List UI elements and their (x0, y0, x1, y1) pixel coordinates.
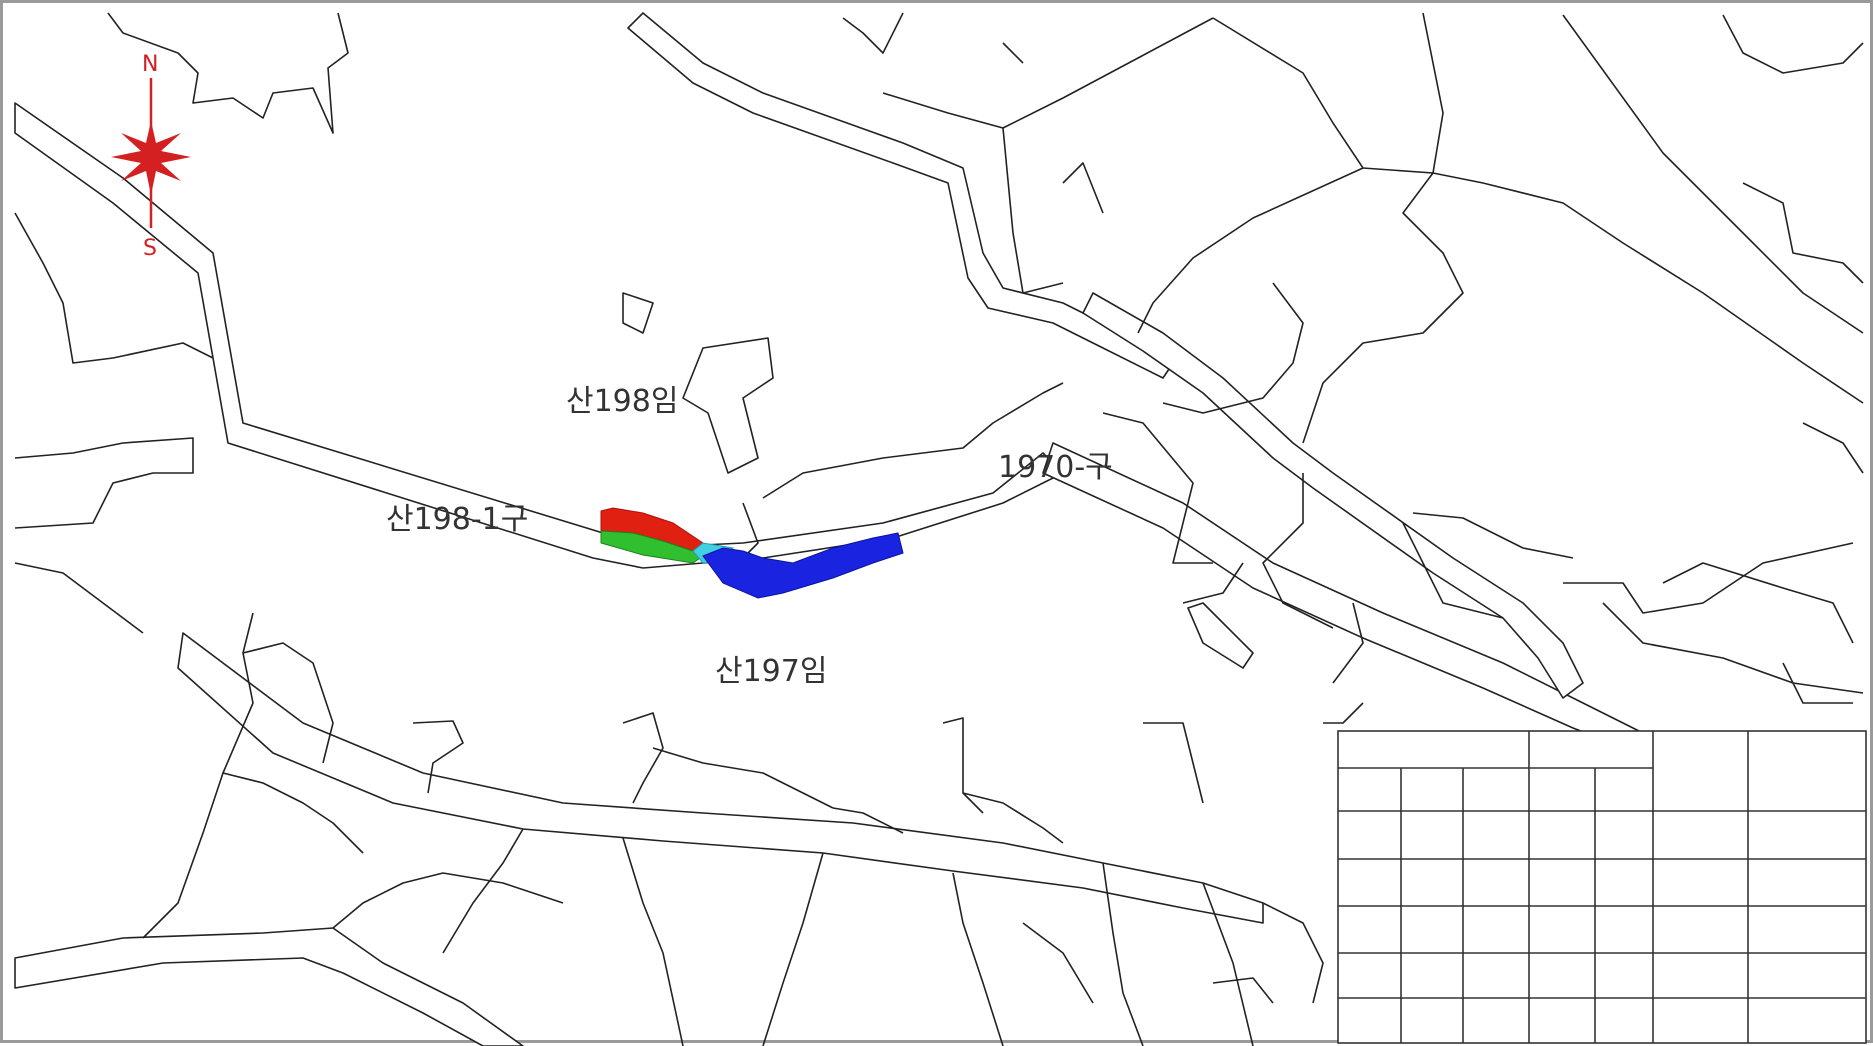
parcel-info-table (1337, 730, 1867, 1044)
road-north (627, 12, 1174, 379)
compass-north-label: N (142, 52, 158, 77)
parcel-label-san198-1: 산198-1구 (386, 502, 528, 537)
parcel-label-1970: 1970-구 (998, 450, 1113, 485)
road-bottom-left (14, 927, 524, 1046)
highlight-blue (702, 532, 904, 599)
parcel-label-san197: 산197임 (715, 654, 827, 689)
compass-star-icon (111, 121, 191, 195)
road-south-curve (177, 632, 1264, 924)
road-main-west (14, 102, 1064, 569)
parcel-boundaries (14, 12, 1864, 1046)
parcel-label-san198: 산198임 (566, 384, 678, 419)
compass-rose: N S (111, 52, 191, 261)
compass-south-label: S (143, 236, 157, 261)
road-northeast-diagonal (1082, 292, 1584, 699)
map-canvas: 산198임 산198-1구 1970-구 산197임 N S (14, 12, 1867, 1046)
